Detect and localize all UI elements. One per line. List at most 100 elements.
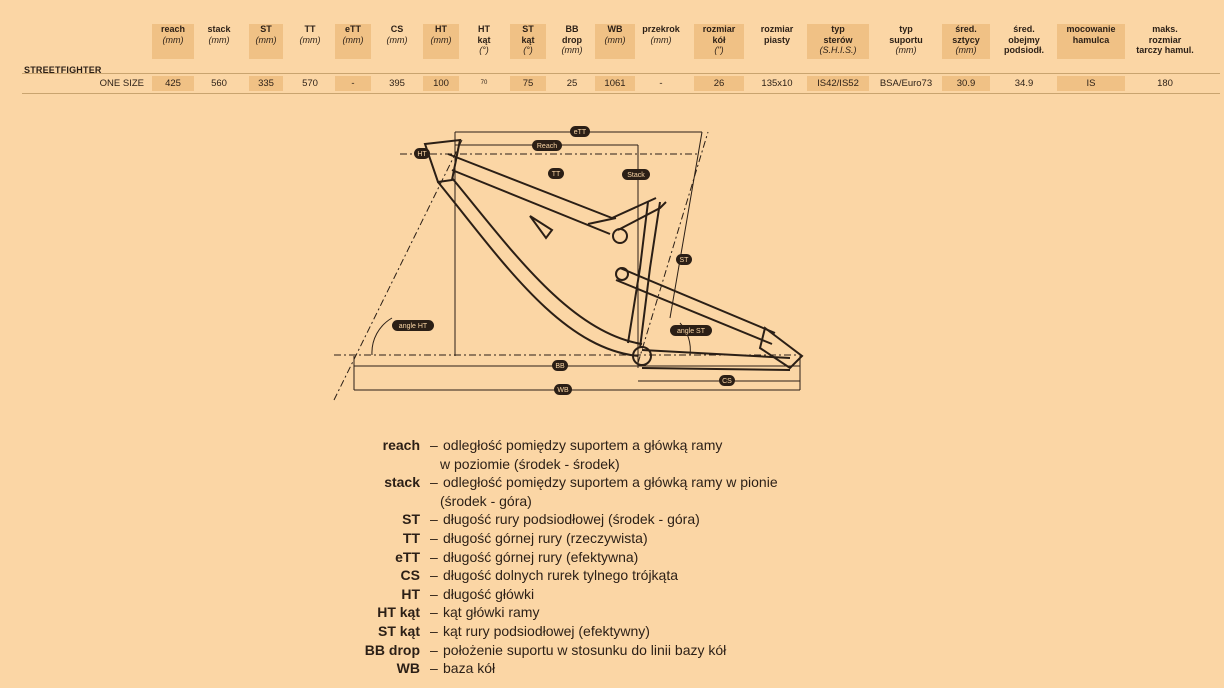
row-divider: [22, 93, 1220, 94]
column-header-name: TT: [304, 24, 316, 34]
legend-description: długość dolnych rurek tylnego trójkąta: [443, 567, 679, 584]
legend-description: baza kół: [443, 660, 496, 677]
label-tt: TT: [552, 171, 561, 178]
legend-description: odległość pomiędzy suportem a główką ram…: [443, 437, 723, 453]
size-label: ONE SIZE: [99, 78, 144, 89]
legend-dash: –: [430, 641, 438, 658]
column-header-name: suportu: [889, 34, 923, 45]
table-cell: 570: [302, 78, 318, 89]
table-cell: 75: [510, 76, 546, 91]
frame-geometry-diagram: eTT Reach TT Stack HT ST angle HT angle …: [333, 126, 804, 401]
legend-description: długość górnej rury (rzeczywista): [443, 530, 648, 546]
column-header: reach(mm): [133, 24, 213, 45]
column-header-name: reach: [160, 24, 186, 34]
legend-dash: –: [430, 548, 438, 565]
label-angle-ht: angle HT: [399, 323, 428, 330]
label-reach: Reach: [537, 143, 557, 150]
column-header: przekrok(mm): [621, 24, 701, 45]
table-cell: 70: [480, 80, 488, 86]
column-header-unit: (mm): [430, 34, 452, 45]
header-shade: [423, 24, 459, 59]
table-cell: 395: [389, 78, 405, 89]
column-header: ST(mm): [226, 24, 306, 45]
column-header-name: ST: [522, 24, 534, 34]
column-header-name: BB: [565, 24, 579, 34]
label-stack: Stack: [627, 172, 645, 179]
table-cell: 180: [1157, 78, 1173, 89]
column-header-name: sterów: [823, 34, 853, 45]
column-header-unit: (mm): [650, 34, 672, 45]
legend-term: reach: [382, 437, 420, 453]
table-cell: 100: [423, 76, 459, 91]
column-header-unit: (mm): [955, 45, 977, 55]
column-header-name: typ: [831, 24, 845, 34]
column-header-name: kół: [712, 34, 726, 45]
column-header-name: kąt: [521, 34, 535, 45]
legend-term: HT: [401, 585, 420, 602]
column-header-name: eTT: [344, 24, 361, 34]
column-header-unit: (°): [523, 45, 533, 55]
legend-term: stack: [384, 474, 420, 491]
table-cell: IS: [1057, 76, 1125, 91]
column-header-unit: ("): [714, 45, 724, 55]
header-shade: [249, 24, 283, 59]
column-header-name: kąt: [477, 34, 491, 45]
model-name: STREETFIGHTER: [24, 65, 102, 75]
column-header-unit: (°): [479, 45, 489, 55]
legend-description: (środek - góra): [440, 492, 532, 509]
header-shade: [694, 24, 744, 59]
column-header-name: typ: [899, 24, 913, 34]
legend-description: kąt główki ramy: [443, 604, 540, 621]
table-cell: 335: [249, 76, 283, 91]
legend-dash: –: [430, 585, 438, 602]
column-header: śred.sztycy(mm): [926, 24, 1006, 56]
table-cell: BSA/Euro73: [879, 78, 933, 89]
table-cell: IS42/IS52: [807, 76, 869, 91]
column-header-name: piasty: [763, 34, 790, 45]
column-header-name: rozmiar: [760, 24, 794, 34]
legend-dash: –: [430, 567, 438, 584]
header-shade: [152, 24, 194, 59]
legend-term: WB: [396, 660, 420, 677]
seat-axis-dashed: [637, 131, 709, 364]
table-cell: 30.9: [942, 76, 990, 91]
table-cell: 34.9: [1014, 78, 1034, 89]
legend-description: odległość pomiędzy suportem a główką ram…: [443, 474, 778, 491]
table-cell: -: [335, 76, 371, 91]
legend-description: długość główki: [443, 585, 535, 602]
head-axis-dashed: [333, 139, 463, 401]
table-cell: 425: [152, 76, 194, 91]
column-header: WB(mm): [575, 24, 655, 45]
label-cs: CS: [722, 378, 732, 385]
column-header-name: obejmy: [1008, 34, 1040, 45]
legend-term: CS: [400, 567, 420, 584]
column-header: TT(mm): [270, 24, 350, 45]
legend-description: w poziomie (środek - środek): [440, 455, 620, 472]
label-bb: BB: [555, 363, 565, 370]
column-header-name: śred.: [1013, 24, 1035, 34]
legend-term: ST kąt: [377, 623, 420, 639]
legend-description: położenie suportu w stosunku do linii ba…: [443, 641, 727, 658]
column-header-name: maks.: [1152, 24, 1178, 34]
column-header-name: CS: [390, 24, 404, 34]
column-header-name: ST: [260, 24, 272, 34]
legend-dash: –: [430, 437, 438, 453]
column-header-unit: (mm): [561, 45, 583, 55]
column-header-unit: (mm): [895, 45, 917, 55]
column-header-name: śred.: [955, 24, 977, 34]
table-cell: 135x10: [761, 78, 793, 89]
legend-term: ST: [402, 511, 420, 528]
table-cell: 1061: [595, 76, 635, 91]
column-header-name: sztycy: [952, 34, 980, 45]
column-header-name: HT: [435, 24, 447, 34]
legend-dash: –: [430, 511, 438, 528]
column-header-unit: (mm): [162, 34, 184, 45]
